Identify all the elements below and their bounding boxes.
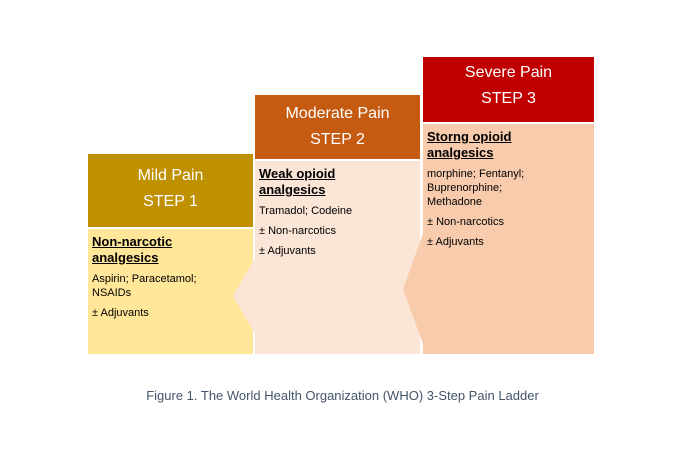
step-2-severity: Moderate Pain bbox=[285, 105, 390, 122]
step-1-adjuvants-line: ± Adjuvants bbox=[92, 307, 149, 319]
step-3-non-narcotics-line: ± Non-narcotics bbox=[427, 216, 504, 228]
step-2-title: Weak opioid analgesics bbox=[259, 166, 414, 198]
step-2-header: Moderate Pain STEP 2 bbox=[255, 95, 420, 159]
step-1-block: Mild Pain STEP 1 Non-narcotic analgesics… bbox=[88, 154, 253, 354]
step-1-drugs-line: Aspirin; Paracetamol; bbox=[92, 273, 197, 285]
step-3-adjuvants: ± Adjuvants bbox=[427, 235, 588, 249]
step-2-adjuvants: ± Adjuvants bbox=[259, 244, 414, 258]
step-2-non-narcotics: ± Non-narcotics bbox=[259, 224, 414, 238]
step-2-title-line: analgesics bbox=[259, 182, 326, 197]
step-1-drugs: Aspirin; Paracetamol; NSAIDs bbox=[92, 272, 247, 300]
step-3-drugs-line: Buprenorphine; bbox=[427, 182, 503, 194]
step-1-title-line: analgesics bbox=[92, 250, 159, 265]
step-3-severity: Severe Pain bbox=[464, 64, 553, 81]
step-1-adjuvants: ± Adjuvants bbox=[92, 306, 247, 320]
step-3-body: Storng opioid analgesics morphine; Fenta… bbox=[423, 124, 594, 354]
step-3-non-narcotics: ± Non-narcotics bbox=[427, 215, 588, 229]
step-2-non-narcotics-line: ± Non-narcotics bbox=[259, 225, 336, 237]
step-2-label: STEP 2 bbox=[310, 131, 365, 148]
step-3-drugs-line: morphine; Fentanyl; bbox=[427, 168, 525, 180]
step-1-label: STEP 1 bbox=[143, 193, 198, 210]
step-3-drugs-line: Methadone bbox=[427, 196, 483, 208]
step-2-title-line: Weak opioid bbox=[259, 166, 336, 181]
step-2-body: Weak opioid analgesics Tramadol; Codeine… bbox=[255, 161, 420, 354]
step-3-adjuvants-line: ± Adjuvants bbox=[427, 236, 484, 248]
step-2-drugs: Tramadol; Codeine bbox=[259, 204, 414, 218]
step-1-drugs-line: NSAIDs bbox=[92, 287, 132, 299]
step-1-severity: Mild Pain bbox=[137, 167, 204, 184]
step-1-title-line: Non-narcotic bbox=[92, 234, 173, 249]
step-3-header: Severe Pain STEP 3 bbox=[423, 57, 594, 122]
step-1-body: Non-narcotic analgesics Aspirin; Paracet… bbox=[88, 229, 253, 354]
step-2-block: Moderate Pain STEP 2 Weak opioid analges… bbox=[255, 95, 420, 354]
step-3-label: STEP 3 bbox=[481, 90, 536, 107]
step-2-drugs-line: Tramadol; Codeine bbox=[259, 205, 353, 217]
step-3-drugs: morphine; Fentanyl; Buprenorphine; Metha… bbox=[427, 167, 588, 209]
step-1-header: Mild Pain STEP 1 bbox=[88, 154, 253, 227]
step-3-title-line: Storng opioid bbox=[427, 129, 512, 144]
step-3-block: Severe Pain STEP 3 Storng opioid analges… bbox=[423, 57, 594, 354]
step-3-arrow-notch bbox=[403, 231, 424, 347]
step-3-title: Storng opioid analgesics bbox=[427, 129, 588, 161]
figure-caption: Figure 1. The World Health Organization … bbox=[146, 388, 539, 403]
step-3-title-line: analgesics bbox=[427, 145, 494, 160]
step-2-arrow-notch bbox=[233, 258, 255, 334]
step-2-adjuvants-line: ± Adjuvants bbox=[259, 245, 316, 257]
step-1-title: Non-narcotic analgesics bbox=[92, 234, 247, 266]
